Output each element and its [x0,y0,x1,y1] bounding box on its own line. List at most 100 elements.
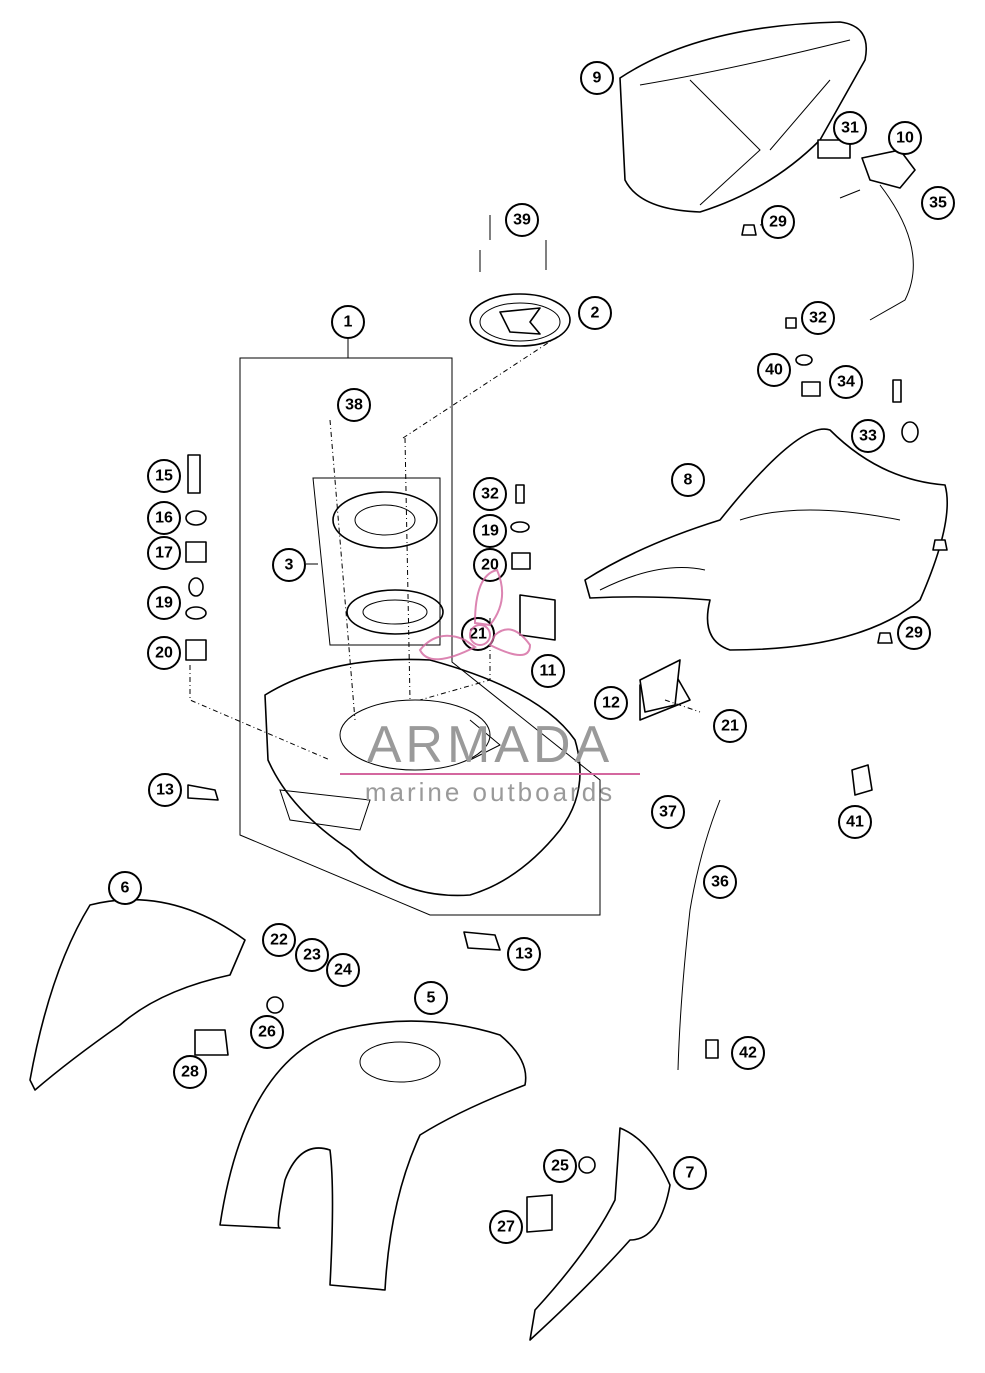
callout-number: 16 [155,510,173,527]
callout-37: 37 [651,795,685,829]
callout-26: 26 [250,1015,284,1049]
callout-number: 12 [602,695,620,712]
callout-number: 1 [344,314,353,331]
small-parts [185,317,948,1071]
callout-17: 17 [147,536,181,570]
callout-number: 9 [593,70,602,87]
callout-number: 3 [285,557,294,574]
rider-seat-part [584,428,948,721]
callout-2: 2 [578,296,612,330]
callout-number: 34 [837,374,855,391]
callout-number: 2 [591,305,600,322]
callout-36: 36 [703,865,737,899]
callout-number: 24 [334,962,352,979]
callout-12: 12 [594,686,628,720]
callout-number: 29 [769,214,787,231]
callout-7: 7 [673,1156,707,1190]
callout-13: 13 [507,937,541,971]
callout-number: 13 [156,782,174,799]
callout-15: 15 [147,459,181,493]
fuel-tank-part [264,658,581,897]
part-frame [239,357,601,916]
callout-21: 21 [713,709,747,743]
callout-number: 40 [765,362,783,379]
callout-number: 31 [841,120,859,137]
callout-number: 27 [497,1219,515,1236]
callout-number: 36 [711,874,729,891]
callout-number: 7 [686,1165,695,1182]
callout-number: 6 [121,880,130,897]
callout-number: 32 [809,310,827,327]
callout-number: 10 [896,130,914,147]
armada-watermark: ARMADA marine outboards [340,568,640,807]
callout-number: 15 [155,468,173,485]
callout-number: 33 [859,428,877,445]
callout-28: 28 [173,1055,207,1089]
callout-number: 21 [721,718,739,735]
callout-6: 6 [108,871,142,905]
callout-number: 29 [905,625,923,642]
callout-20: 20 [147,636,181,670]
callout-32: 32 [473,477,507,511]
callout-number: 41 [846,814,864,831]
callout-number: 11 [540,663,557,680]
rear-seat-part [619,21,867,213]
callout-number: 21 [469,626,487,643]
callout-1: 1 [331,305,365,339]
callout-number: 39 [513,212,531,229]
callout-number: 20 [481,557,499,574]
callout-number: 5 [427,990,436,1007]
callout-11: 11 [531,654,565,688]
callout-number: 19 [481,523,499,540]
callout-19: 19 [147,586,181,620]
callout-number: 37 [659,804,677,821]
callout-34: 34 [829,365,863,399]
callout-number: 22 [270,932,288,949]
callout-16: 16 [147,501,181,535]
callout-41: 41 [838,805,872,839]
propeller-logo [418,568,532,661]
callout-35: 35 [921,186,955,220]
callout-number: 28 [181,1064,199,1081]
callout-20: 20 [473,548,507,582]
callout-29: 29 [897,616,931,650]
watermark-name: ARMADA [367,716,613,774]
tank-cover-part [219,1020,527,1291]
callout-38: 38 [337,388,371,422]
callout-9: 9 [580,61,614,95]
callout-number: 13 [515,946,533,963]
callout-40: 40 [757,353,791,387]
callout-33: 33 [851,419,885,453]
callout-number: 20 [155,645,173,662]
callout-number: 23 [303,947,321,964]
callout-32: 32 [801,301,835,335]
callout-number: 38 [345,397,363,414]
callout-8: 8 [671,463,705,497]
callout-number: 42 [739,1045,757,1062]
callout-42: 42 [731,1036,765,1070]
callout-number: 8 [684,472,693,489]
callout-39: 39 [505,203,539,237]
watermark-tagline: marine outboards [365,777,615,807]
callout-25: 25 [543,1149,577,1183]
right-side-cover-part [526,1127,671,1341]
callout-27: 27 [489,1210,523,1244]
left-side-cover-part [29,898,284,1091]
callout-3: 3 [272,548,306,582]
callout-number: 26 [258,1024,276,1041]
callout-24: 24 [326,953,360,987]
fuel-pump-ring-part [332,491,444,635]
callout-5: 5 [414,981,448,1015]
callout-number: 17 [155,545,173,562]
callout-23: 23 [295,938,329,972]
tank-lock-part [469,215,571,347]
callout-13: 13 [148,773,182,807]
callout-number: 35 [929,195,947,212]
callout-number: 19 [155,595,173,612]
callout-10: 10 [888,121,922,155]
callout-22: 22 [262,923,296,957]
callout-31: 31 [833,111,867,145]
seat-lock-part [741,139,916,321]
callout-number: 25 [551,1158,569,1175]
